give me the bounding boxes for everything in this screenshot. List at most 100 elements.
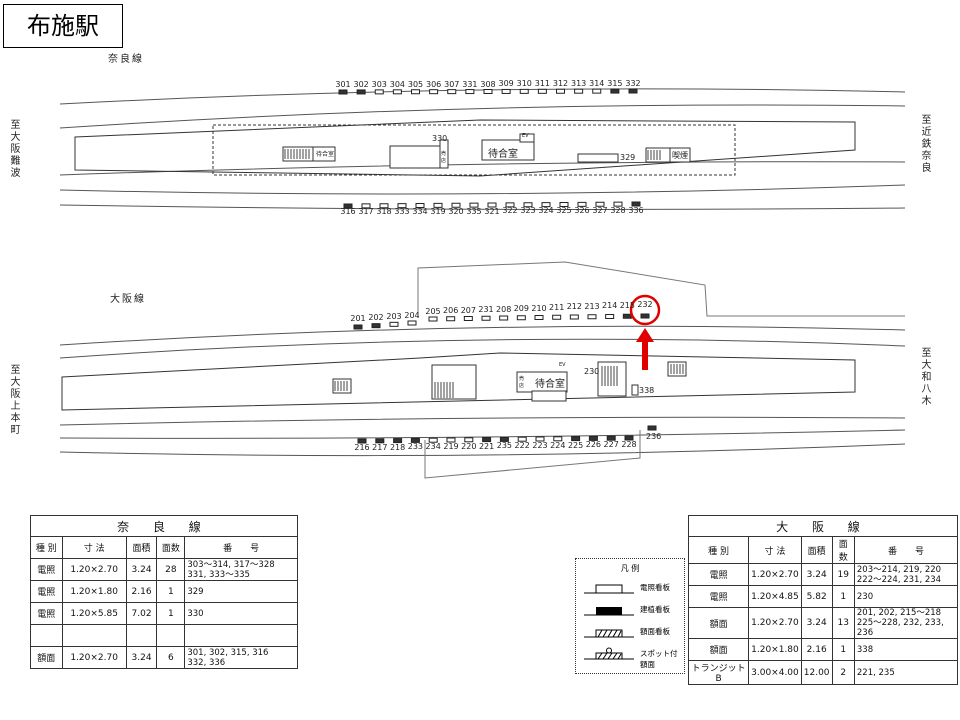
sign-323-marker — [523, 202, 533, 208]
sign-332-label: 332 — [625, 79, 641, 88]
table-cell: 1 — [156, 580, 186, 603]
sign-205-marker — [428, 316, 438, 322]
sign-236-label: 236 — [646, 432, 662, 441]
table-cell: 1.20×1.80 — [748, 638, 802, 661]
sign-326-label: 326 — [574, 206, 590, 216]
sign-210-label: 210 — [531, 303, 547, 313]
sign-201-marker — [353, 324, 363, 330]
sign-206-marker — [446, 316, 456, 322]
sign-207-label: 207 — [460, 305, 476, 315]
column-header: 番 号 — [853, 536, 959, 564]
direction-osaka-namba: 至大阪難波 — [10, 120, 21, 179]
table-cell: 額面 — [30, 646, 63, 669]
sign-326-marker — [577, 201, 587, 207]
table-cell: 303～314, 317～328 331, 333～335 — [184, 558, 298, 581]
table-cell — [184, 624, 298, 647]
sign-228-label: 228 — [621, 440, 637, 449]
table-cell: 電照 — [687, 563, 750, 586]
sign-212-marker — [569, 314, 579, 320]
sign-219-label: 219 — [443, 442, 459, 451]
sign-318-label: 318 — [376, 206, 392, 216]
sign-324-marker — [541, 202, 551, 208]
table-cell: 1.20×1.80 — [61, 580, 127, 603]
sign-317-marker — [361, 203, 371, 209]
nara-table-title: 奈 良 線 — [30, 515, 298, 537]
table-cell — [156, 624, 186, 647]
sign-328-marker — [613, 201, 623, 207]
sign-221-marker — [482, 437, 492, 443]
sign-314-marker — [592, 88, 602, 94]
sign-209-label: 209 — [513, 304, 529, 314]
table-cell: 額面 — [687, 607, 750, 639]
nara-line-label: 奈良線 — [108, 54, 144, 65]
legend-title: 凡 例 — [620, 564, 640, 573]
sign-307-label: 307 — [444, 79, 460, 89]
sign-234-label: 234 — [425, 442, 441, 452]
sign-225-label: 225 — [567, 440, 584, 450]
sign-331-marker — [465, 89, 475, 95]
sign-201-label: 201 — [350, 314, 366, 323]
sign-301-marker — [338, 89, 348, 95]
sign-232-label: 232 — [637, 300, 653, 309]
table-cell: 2.16 — [800, 638, 833, 661]
sign-206-label: 206 — [443, 306, 459, 316]
table-cell: 1 — [831, 638, 855, 661]
sign-312-marker — [556, 88, 565, 94]
sign-312-label: 312 — [552, 79, 569, 89]
nara-shop: 売店 — [441, 151, 447, 164]
legend-frame-sign: 額面看板 — [582, 625, 682, 639]
osaka-table-title: 大 阪 線 — [688, 515, 958, 537]
sign-323-label: 323 — [520, 206, 536, 216]
sign-334-marker — [415, 203, 425, 208]
sign-213-marker — [587, 314, 597, 320]
sign-235-label: 235 — [496, 441, 513, 451]
sign-319-marker — [433, 202, 443, 208]
sign-211-label: 211 — [549, 302, 565, 312]
sign-236-marker — [647, 425, 657, 431]
table-cell: 電照 — [30, 558, 63, 581]
table-cell: 221, 235 — [853, 660, 959, 685]
table-cell — [125, 624, 158, 647]
sign-306-label: 306 — [425, 79, 442, 89]
table-cell: 329 — [184, 580, 298, 603]
sign-317-label: 317 — [358, 206, 374, 216]
sign-202-marker — [371, 323, 381, 329]
table-cell: 1.20×5.85 — [61, 602, 127, 625]
sign-310-marker — [519, 88, 529, 94]
table-cell: 額面 — [687, 638, 750, 661]
sign-202-label: 202 — [368, 313, 384, 322]
table-cell: 230 — [853, 585, 959, 608]
table-cell: 2.16 — [125, 580, 158, 603]
sign-307-marker — [447, 89, 457, 95]
table-cell: 3.24 — [125, 558, 158, 581]
sign-231-label: 231 — [478, 305, 494, 315]
column-header: 面数 — [156, 536, 186, 559]
sign-217-label: 217 — [372, 442, 388, 452]
nara-waiting-room-small: 待合室 — [316, 151, 335, 158]
sign-207-marker — [463, 316, 473, 321]
table-cell: 5.82 — [800, 585, 833, 608]
sign-214-label: 214 — [602, 301, 618, 311]
sign-336-marker — [631, 201, 641, 207]
column-header: 種 別 — [687, 536, 750, 564]
sign-304-label: 304 — [389, 79, 406, 89]
sign-216-label: 216 — [354, 443, 370, 452]
sign-311-label: 311 — [534, 79, 551, 89]
table-cell: 13 — [831, 607, 855, 639]
sign-302-label: 302 — [353, 79, 369, 89]
table-cell: 電照 — [687, 585, 750, 608]
sign-211-marker — [552, 314, 562, 320]
sign-319-label: 319 — [430, 206, 446, 216]
sign-333-marker — [397, 203, 407, 209]
sign-304-marker — [392, 89, 402, 95]
column-header: 面積 — [800, 536, 833, 564]
sign-314-label: 314 — [589, 79, 605, 89]
sign-214-marker — [605, 314, 615, 319]
table-cell: 1.20×2.70 — [61, 646, 127, 669]
sign-228-marker — [624, 435, 634, 441]
table-cell — [61, 624, 127, 647]
